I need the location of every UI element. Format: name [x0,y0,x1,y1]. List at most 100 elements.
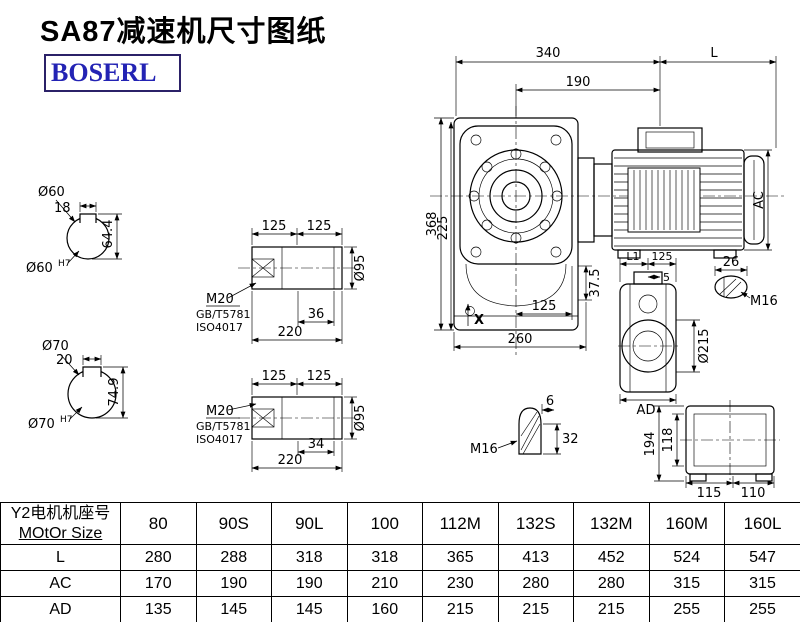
label-h7-sup-70: H7 [60,415,73,425]
main-view-dimensions: 340 L 190 368 225 37.5 125 260 X [425,46,777,351]
label-h7-sup-60: H7 [58,259,71,269]
table-header-motor-size: Y2电机机座号 MOtOr Size [0,502,121,545]
dim-34: 34 [308,437,325,452]
gearbox-side-view: L1 125 5 Ø215 AD [618,250,712,418]
table-cell: 280 [497,570,574,597]
dim-95-shaft2: Ø95 [353,405,368,432]
table-cell: 318 [271,544,348,571]
dim-6: 6 [546,394,554,409]
label-dia-70: Ø70 [42,339,69,354]
table-cell: 135 [120,596,197,622]
label-iso-shaft1: ISO4017 [196,321,243,334]
table-row-label-AC: AC [0,570,121,597]
dim-110: 110 [741,486,766,501]
label-dia-70-h7: Ø70 [28,417,55,432]
dim-L1: L1 [626,250,639,263]
table-cell: 318 [346,544,423,571]
table-cell: 160 [346,596,423,622]
dim-215: Ø215 [697,328,712,363]
table-cell: 547 [724,544,800,571]
table-cell: 215 [573,596,650,622]
table-cell: 145 [195,596,272,622]
table-cell: 170 [120,570,197,597]
table-cell: 145 [271,596,348,622]
dim-118: 118 [661,428,676,453]
dim-125-shaft1-right: 125 [307,219,332,234]
table-col-160m: 160M [648,502,725,545]
dim-5: 5 [663,271,670,284]
technical-drawing: 340 L 190 368 225 37.5 125 260 X [26,46,785,501]
dim-26: 26 [723,255,740,270]
dim-220-shaft1: 220 [278,325,303,340]
dim-95-shaft1: Ø95 [353,255,368,282]
dim-225: 225 [436,216,451,241]
dim-20: 20 [56,353,73,368]
table-col-100: 100 [346,502,423,545]
label-iso-shaft2: ISO4017 [196,433,243,446]
page-title: SA87减速机尺寸图纸 [40,16,327,48]
table-cell: 210 [346,570,423,597]
table-row-AD: AD 135 145 145 160 215 215 215 255 255 [0,596,800,622]
table-cell: 215 [497,596,574,622]
table-col-80: 80 [120,502,197,545]
table-cell: 413 [497,544,574,571]
table-header-line2: MOtOr Size [18,524,103,542]
table-row-label-L: L [0,544,121,571]
motor-view [593,127,765,259]
label-M20-shaft2: M20 [206,404,234,419]
table-col-112m: 112M [422,502,499,545]
table-col-90l: 90L [271,502,348,545]
dim-64-4: 64.4 [101,220,116,249]
input-shaft-end-detail: 26 M16 [714,255,778,309]
dim-125-shaft1-left: 125 [262,219,287,234]
dim-37-5: 37.5 [588,269,603,298]
table-cell: 524 [648,544,725,571]
dim-115: 115 [697,486,722,501]
dim-74-9: 74.9 [107,378,122,407]
table-cell: 452 [573,544,650,571]
dim-260: 260 [508,332,533,347]
table-row-AC: AC 170 190 190 210 230 280 280 315 315 [0,570,800,597]
label-M16-side: M16 [750,294,778,309]
brand-logo: BOSERL [44,54,181,92]
table-col-132s: 132S [497,502,574,545]
label-gb-shaft1: GB/T5781 [196,308,251,321]
dim-L: L [710,46,718,61]
dim-125-shaft2-right: 125 [307,369,332,384]
dim-220-shaft2: 220 [278,453,303,468]
dim-190: 190 [566,75,591,90]
output-shaft-detail-2: 125 125 M20 GB/T5781 ISO4017 34 220 Ø95 [196,369,368,472]
table-col-90s: 90S [195,502,272,545]
table-row-label-AD: AD [0,596,121,622]
gearbox-front-view [430,106,785,356]
shaft-cross-section-60: 18 64.4 Ø60 Ø60 H7 [26,185,122,276]
label-dia-60: Ø60 [38,185,65,200]
dim-125-shaft2-left: 125 [262,369,287,384]
label-gb-shaft2: GB/T5781 [196,420,251,433]
table-cell: 365 [422,544,499,571]
table-cell: 315 [648,570,725,597]
label-M20-shaft1: M20 [206,292,234,307]
table-cell: 288 [195,544,272,571]
table-col-132m: 132M [573,502,650,545]
dim-AC: AC [752,191,767,209]
shaft-end-plug-detail: 6 32 M16 [470,394,579,457]
table-cell: 190 [271,570,348,597]
table-col-160l: 160L [724,502,800,545]
motor-size-table: Y2电机机座号 MOtOr Size 80 90S 90L 100 112M 1… [0,502,800,622]
table-cell: 190 [195,570,272,597]
table-cell: 255 [648,596,725,622]
dim-125-side: 125 [652,250,673,263]
label-X: X [474,313,484,328]
table-cell: 280 [120,544,197,571]
output-shaft-detail-1: 125 125 M20 GB/T5781 ISO4017 36 220 Ø95 [196,219,368,344]
dim-32: 32 [562,432,579,447]
table-cell: 215 [422,596,499,622]
label-dia-60-h7: Ø60 [26,261,53,276]
table-cell: 280 [573,570,650,597]
dim-125-main: 125 [532,299,557,314]
dim-340: 340 [536,46,561,61]
dim-368: 368 [425,212,440,237]
dim-194: 194 [643,432,658,457]
